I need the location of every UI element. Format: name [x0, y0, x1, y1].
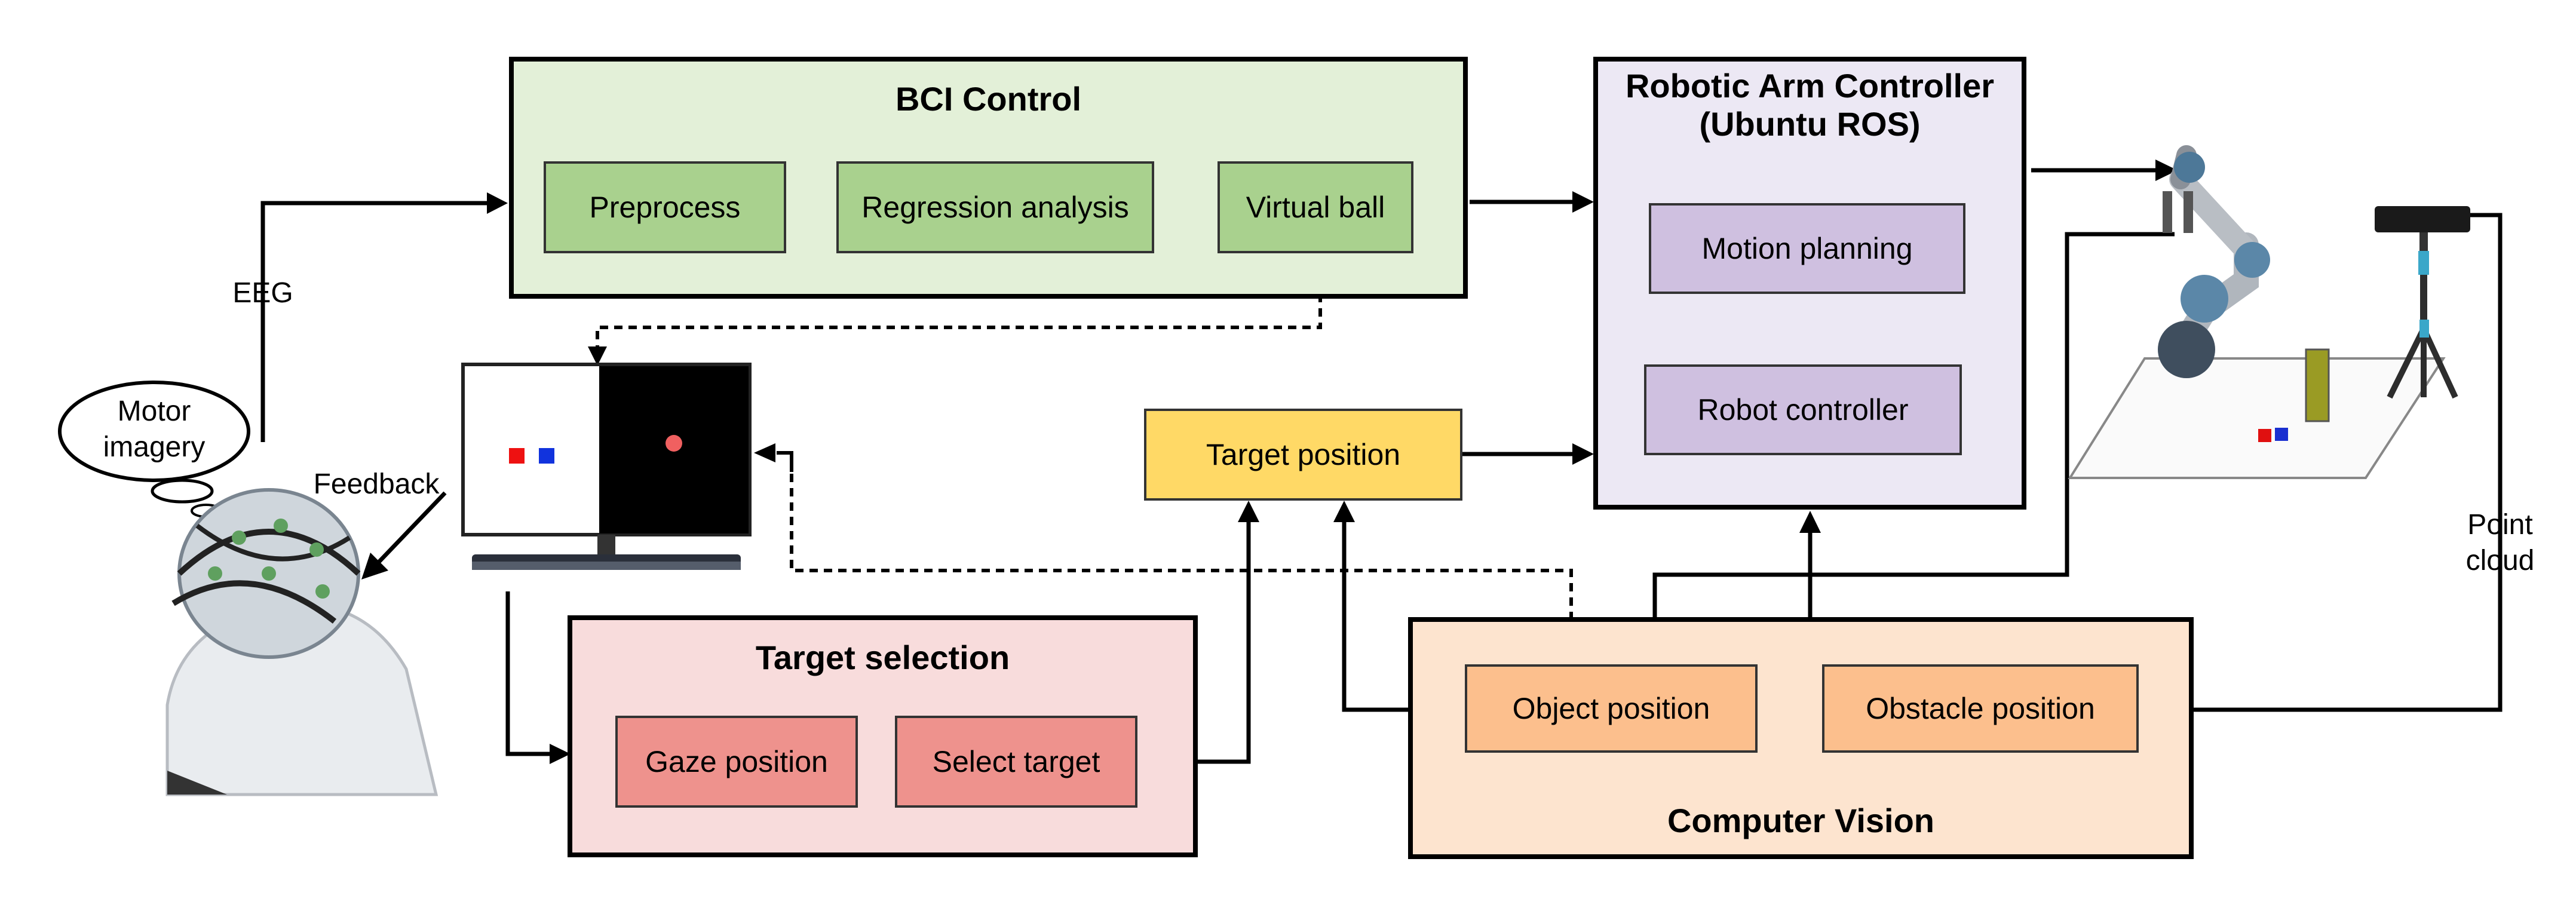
target-selection-title: Target selection	[755, 639, 1010, 676]
eeg-label: EEG	[232, 277, 293, 309]
motor-imagery-label-line1: Motor	[117, 395, 191, 427]
virtual-ball-to-monitor-arrow	[588, 251, 1322, 366]
robotic-arm-icon	[2068, 145, 2446, 479]
bci-control-title: BCI Control	[895, 80, 1082, 118]
computer-vision-title: Computer Vision	[1667, 802, 1934, 839]
target-position-box: Target position	[1144, 409, 1462, 501]
gaze-position-box: Gaze position	[615, 716, 858, 808]
bci-to-robot-arrow	[1470, 191, 1594, 213]
eeg-arrow	[260, 192, 508, 442]
motion-planning-box: Motion planning	[1649, 203, 1965, 294]
robot-controller-box: Robot controller	[1644, 364, 1962, 455]
feedback-arrow	[361, 491, 447, 579]
vision-to-robot-arrow	[1799, 511, 1821, 618]
eeg-headset-person-icon	[165, 488, 438, 796]
object-position-box: Object position	[1465, 664, 1758, 753]
virtual-ball-box: Virtual ball	[1218, 161, 1413, 253]
depth-camera-icon	[2375, 206, 2470, 399]
robotic-arm-controller-title: Robotic Arm Controller	[1625, 67, 1995, 105]
robot-to-arm-arrow	[2031, 160, 2178, 181]
point-cloud-label-line2: cloud	[2465, 545, 2535, 576]
monitor-to-target-selection-arrow	[505, 591, 571, 764]
preprocess-box: Preprocess	[544, 161, 786, 253]
motor-imagery-label-line2: imagery	[103, 431, 206, 463]
point-cloud-label-line1: Point	[2467, 509, 2533, 541]
feedback-label: Feedback	[313, 468, 440, 500]
object-to-monitor-dashed-arrow	[754, 443, 1573, 663]
monitor-icon	[461, 363, 752, 570]
robotic-arm-controller-subtitle: (Ubuntu ROS)	[1699, 105, 1921, 143]
target-position-to-robot-arrow	[1462, 443, 1594, 465]
select-target-box: Select target	[895, 716, 1137, 808]
obstacle-position-box: Obstacle position	[1822, 664, 2139, 753]
regression-analysis-box: Regression analysis	[836, 161, 1154, 253]
